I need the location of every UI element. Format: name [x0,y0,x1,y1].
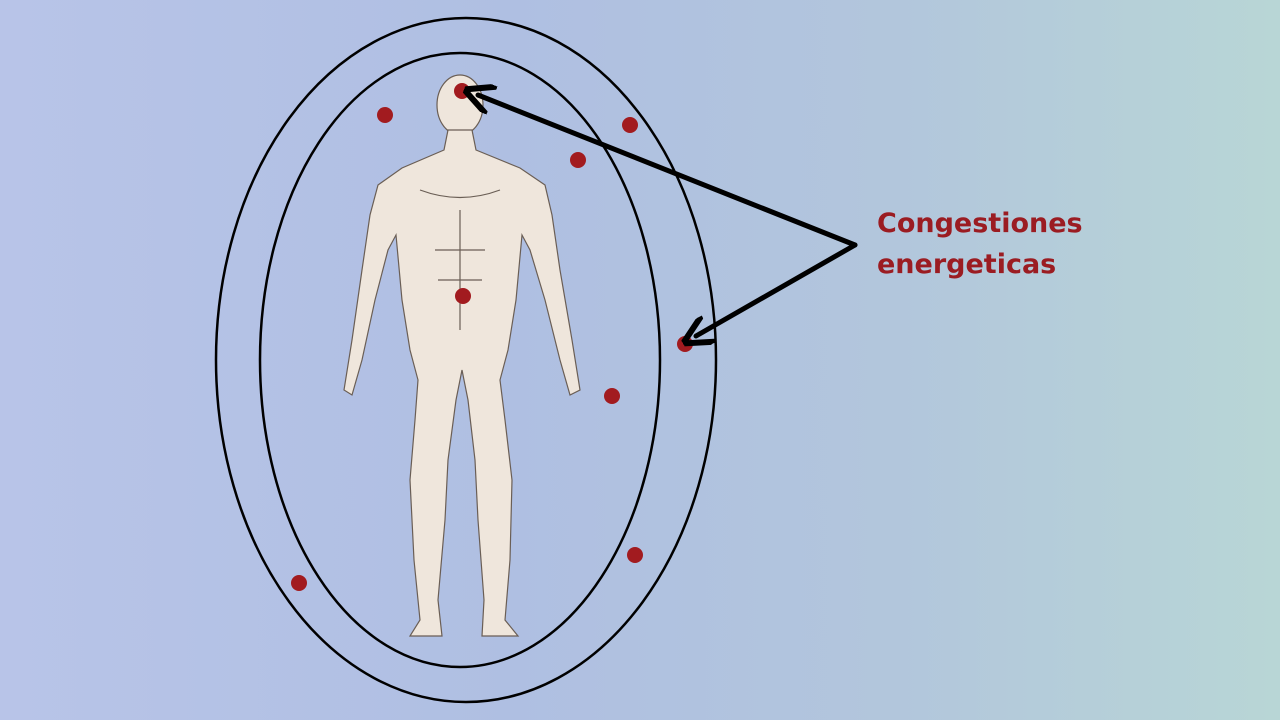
inner-aura-ellipse [258,51,662,669]
human-body-figure [343,74,581,637]
congestion-dot [454,83,470,99]
congestion-dot [570,152,586,168]
congestion-dot [377,107,393,123]
congestion-label: Congestiones energeticas [877,203,1083,285]
label-line-2: energeticas [877,249,1057,280]
label-line-1: Congestiones [877,208,1083,239]
arrow-icon [478,95,858,248]
congestion-dot [677,336,693,352]
congestion-dot [455,288,471,304]
outer-aura-ellipse [214,16,718,704]
arrows [478,95,858,336]
arrow-icon [696,242,858,336]
congestion-dot [622,117,638,133]
congestion-dot [627,547,643,563]
congestion-dot [604,388,620,404]
congestion-dot [291,575,307,591]
congestion-dots [291,83,693,591]
